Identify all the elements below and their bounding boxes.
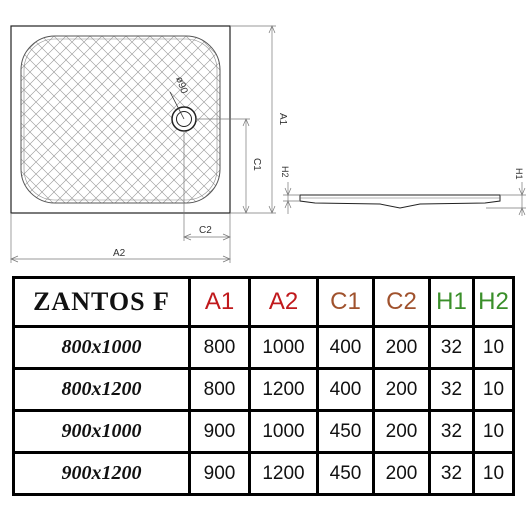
- header-a1: A1: [191, 279, 251, 328]
- plan-view: ø90: [10, 25, 231, 214]
- value-cell: 400: [319, 370, 375, 412]
- value-cell: 200: [375, 412, 431, 454]
- table-row: 900x1000 900 1000 450 200 32 10: [15, 412, 515, 454]
- value-cell: 32: [431, 412, 475, 454]
- table-row: 800x1200 800 1200 400 200 32 10: [15, 370, 515, 412]
- value-cell: 200: [375, 328, 431, 370]
- dimension-lines: [10, 25, 276, 263]
- value-cell: 10: [475, 412, 515, 454]
- header-h1: H1: [431, 279, 475, 328]
- size-cell: 900x1000: [15, 412, 191, 454]
- value-cell: 10: [475, 370, 515, 412]
- size-cell: 800x1000: [15, 328, 191, 370]
- value-cell: 400: [319, 328, 375, 370]
- value-cell: 800: [191, 370, 251, 412]
- value-cell: 1200: [251, 454, 319, 496]
- value-cell: 900: [191, 454, 251, 496]
- technical-drawing: ø90 A1 C1 C2 A2: [10, 25, 526, 263]
- value-cell: 450: [319, 454, 375, 496]
- table-row: 800x1000 800 1000 400 200 32 10: [15, 328, 515, 370]
- header-a2: A2: [251, 279, 319, 328]
- size-cell: 800x1200: [15, 370, 191, 412]
- value-cell: 450: [319, 412, 375, 454]
- table-header-row: ZANTOS F A1 A2 C1 C2 H1 H2: [15, 279, 515, 328]
- model-title: ZANTOS F: [15, 279, 191, 328]
- value-cell: 32: [431, 370, 475, 412]
- table-row: 900x1200 900 1200 450 200 32 10: [15, 454, 515, 496]
- header-c2: C2: [375, 279, 431, 328]
- value-cell: 1200: [251, 370, 319, 412]
- value-cell: 1000: [251, 412, 319, 454]
- dim-label-h1: H1: [514, 168, 524, 180]
- dim-label-c1: C1: [251, 158, 262, 171]
- size-cell: 900x1200: [15, 454, 191, 496]
- value-cell: 800: [191, 328, 251, 370]
- spec-table: ZANTOS F A1 A2 C1 C2 H1 H2 800x1000 800 …: [12, 276, 515, 496]
- value-cell: 10: [475, 328, 515, 370]
- value-cell: 900: [191, 412, 251, 454]
- value-cell: 1000: [251, 328, 319, 370]
- tray-profile: [299, 194, 501, 209]
- value-cell: 32: [431, 328, 475, 370]
- header-h2: H2: [475, 279, 515, 328]
- dim-label-c2: C2: [199, 225, 212, 236]
- dim-label-a1: A1: [277, 113, 288, 126]
- header-c1: C1: [319, 279, 375, 328]
- dim-label-a2: A2: [113, 248, 126, 259]
- value-cell: 200: [375, 454, 431, 496]
- value-cell: 32: [431, 454, 475, 496]
- tray-basin: [20, 35, 221, 204]
- value-cell: 200: [375, 370, 431, 412]
- value-cell: 10: [475, 454, 515, 496]
- side-view: H2 H1: [280, 166, 526, 216]
- dim-label-h2: H2: [280, 166, 290, 178]
